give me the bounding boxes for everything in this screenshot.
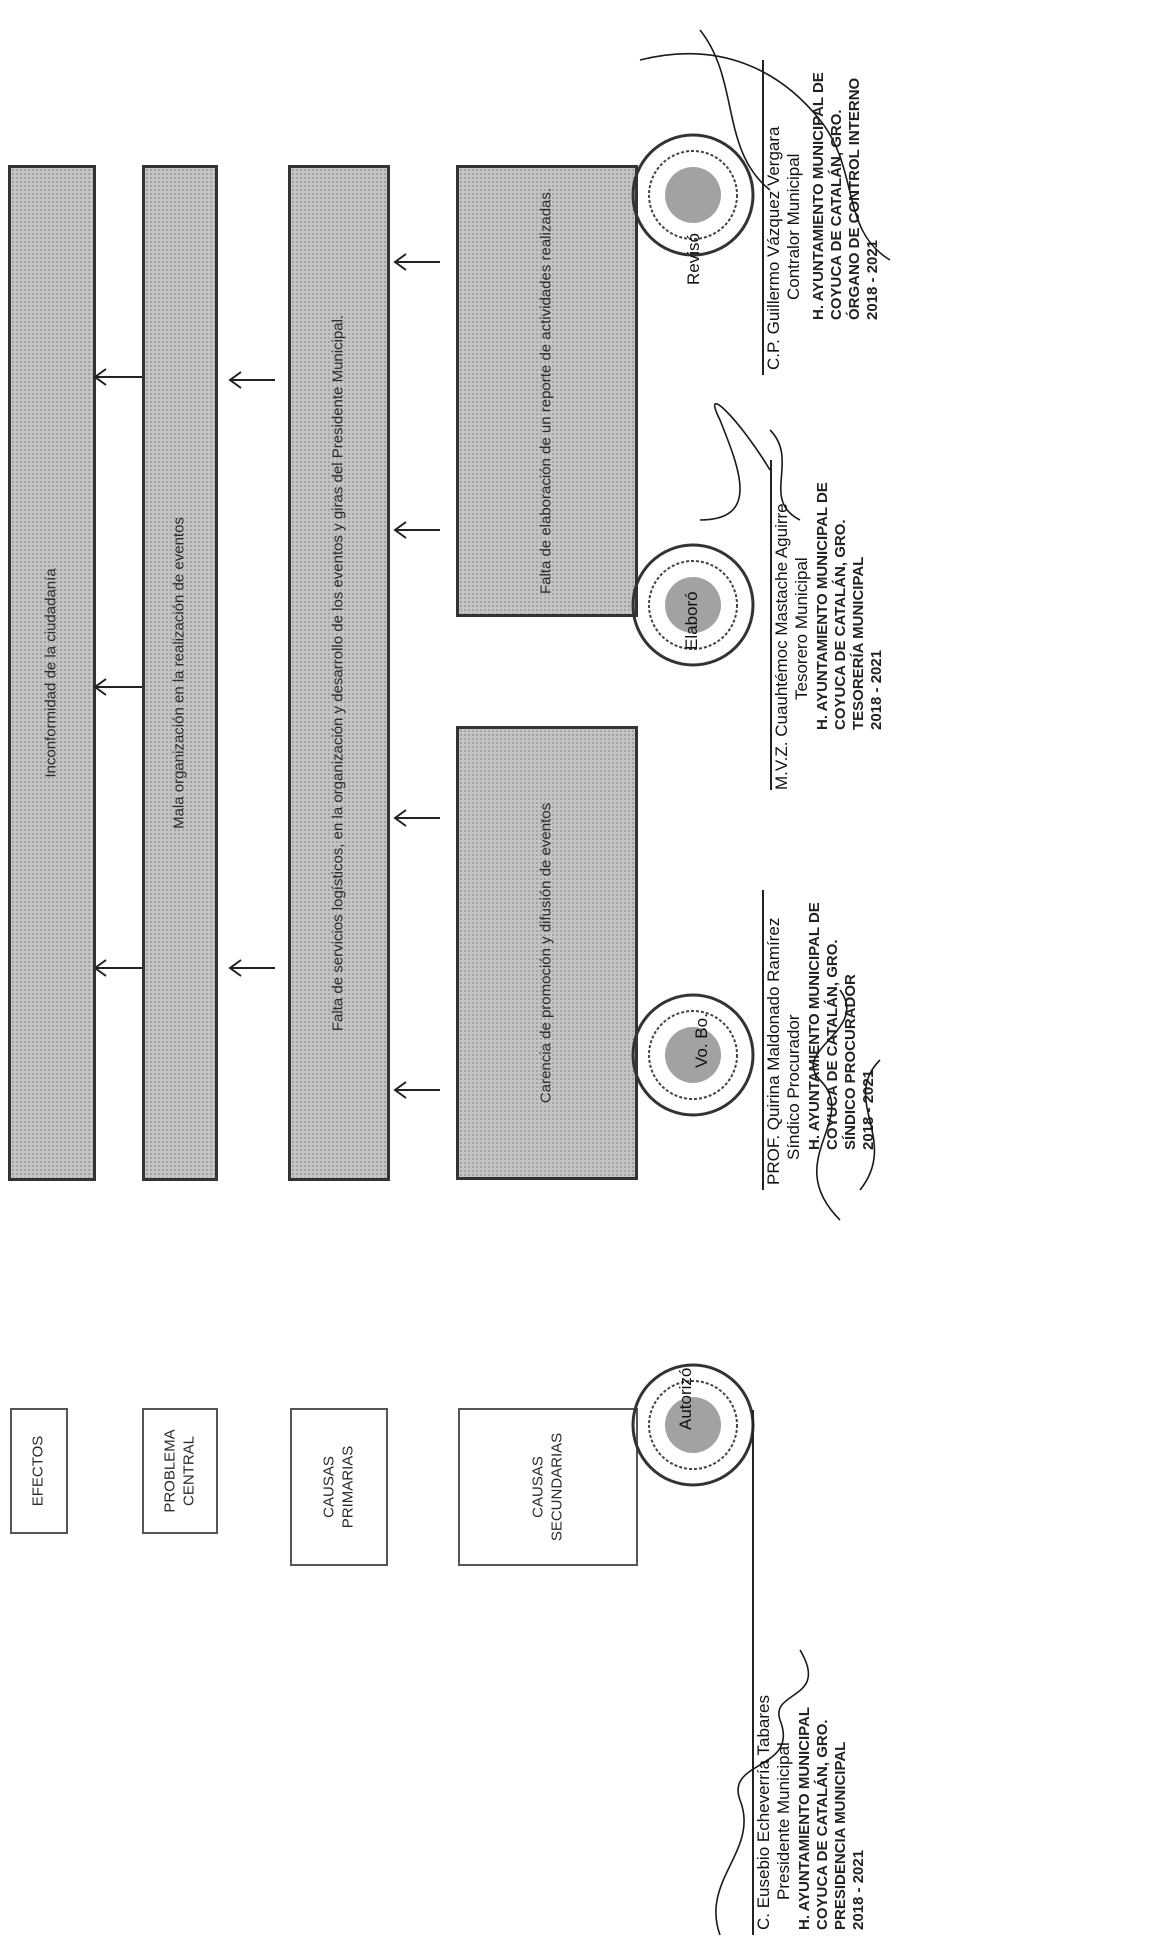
label-efectos: EFECTOS (10, 1408, 68, 1534)
arrow-primaria-to-problema-1 (228, 959, 275, 977)
seal-tesoreria-line4: 2018 - 2021 (868, 649, 885, 730)
signature-sindico-action: Vo. Bo. (692, 1013, 711, 1068)
box-causa-primaria-text: Falta de servicios logísticos, en la org… (329, 314, 347, 1032)
label-causas-secundarias: CAUSAS SECUNDARIAS (458, 1408, 638, 1566)
arrow-problema-to-efecto-3 (93, 368, 142, 386)
seal-sindico-line1: H. AYUNTAMIENTO MUNICIPAL DE (806, 902, 823, 1150)
label-secundarias-line1: CAUSAS (529, 1456, 547, 1518)
seal-tesoreria-line3: TESORERÍA MUNICIPAL (850, 556, 867, 730)
label-causas-primarias-text: CAUSAS PRIMARIAS (320, 1446, 358, 1529)
box-efecto-text: Inconformidad de la ciudadanía (42, 568, 60, 778)
box-causa-secundaria-1: Carencia de promoción y difusión de even… (456, 726, 638, 1180)
seal-contraloria-text: H. AYUNTAMIENTO MUNICIPAL DE COYUCA DE C… (810, 72, 882, 320)
label-problema-line1: PROBLEMA (161, 1429, 179, 1513)
arrow-secundaria-to-primaria-4 (393, 253, 440, 271)
arrow-secundaria-to-primaria-1 (393, 1081, 440, 1099)
signature-autorizo-action: Autorizó (676, 1367, 695, 1430)
box-problema-central: Mala organización en la realización de e… (142, 165, 218, 1181)
label-primarias-line2: PRIMARIAS (339, 1445, 356, 1529)
seal-presidencia-line2: COYUCA DE CATALÁN, GRO. (814, 1719, 831, 1930)
signature-autorizo-name: C. Eusebio Echeverría Tabares (754, 1695, 773, 1930)
seal-tesoreria (631, 543, 755, 667)
label-problema-central: PROBLEMA CENTRAL (142, 1408, 218, 1534)
label-efectos-text: EFECTOS (29, 1435, 47, 1507)
signature-line-sindico (762, 890, 764, 1190)
signature-line-elaboro (770, 460, 772, 790)
signature-sindico-role: Síndico Procurador (784, 1014, 803, 1160)
arrow-secundaria-to-primaria-2 (393, 809, 440, 827)
seal-presidencia-line1: H. AYUNTAMIENTO MUNICIPAL (796, 1706, 813, 1930)
signature-sindico-name: PROF. Quirina Maldonado Ramírez (764, 917, 783, 1185)
seal-sindico-line3: SÍNDICO PROCURADOR (842, 974, 859, 1150)
seal-presidencia-line3: PRESIDENCIA MUNICIPAL (832, 1741, 849, 1930)
signature-reviso-role: Contralor Municipal (784, 153, 803, 300)
seal-sindico-line2: COYUCA DE CATALÁN, GRO. (824, 939, 841, 1150)
seal-sindico (631, 993, 755, 1117)
signature-autorizo-role: Presidente Municipal (774, 1742, 793, 1900)
arrow-primaria-to-problema-2 (228, 371, 275, 389)
arrow-secundaria-to-primaria-3 (393, 521, 440, 539)
signature-elaboro-name: M.V.Z. Cuauhtémoc Mastache Aguirre (772, 503, 791, 790)
arrow-problema-to-efecto-1 (93, 959, 142, 977)
seal-presidencia-line4: 2018 - 2021 (850, 1849, 867, 1930)
label-causas-secundarias-text: CAUSAS SECUNDARIAS (529, 1433, 567, 1541)
seal-tesoreria-line1: H. AYUNTAMIENTO MUNICIPAL DE (814, 482, 831, 730)
signature-elaboro-role: Tesorero Municipal (792, 557, 811, 700)
seal-contraloria-line4: 2018 - 2021 (864, 239, 881, 320)
seal-tesoreria-line2: COYUCA DE CATALÁN, GRO. (832, 519, 849, 730)
seal-sindico-text: H. AYUNTAMIENTO MUNICIPAL DE COYUCA DE C… (806, 902, 878, 1150)
signature-elaboro-action: Elaboró (682, 591, 701, 650)
seal-contraloria-line1: H. AYUNTAMIENTO MUNICIPAL DE (810, 72, 827, 320)
seal-presidencia-text: H. AYUNTAMIENTO MUNICIPAL COYUCA DE CATA… (796, 1707, 868, 1930)
signature-reviso-action: Revisó (684, 233, 703, 285)
box-causa-primaria: Falta de servicios logísticos, en la org… (288, 165, 390, 1181)
label-causas-primarias: CAUSAS PRIMARIAS (290, 1408, 388, 1566)
arrow-problema-to-efecto-2 (93, 678, 142, 696)
box-causa-secundaria-1-text: Carencia de promoción y difusión de even… (537, 802, 555, 1104)
seal-contraloria-line2: COYUCA DE CATALÁN, GRO. (828, 109, 845, 320)
seal-contraloria-line3: ÓRGANO DE CONTROL INTERNO (846, 77, 863, 320)
label-problema-line2: CENTRAL (180, 1435, 197, 1507)
box-causa-secundaria-2: Falta de elaboración de un reporte de ac… (456, 165, 638, 617)
box-efecto: Inconformidad de la ciudadanía (8, 165, 96, 1181)
signature-reviso-name: C.P. Guillermo Vázquez Vergara (764, 126, 783, 370)
label-secundarias-line2: SECUNDARIAS (548, 1432, 565, 1542)
seal-tesoreria-text: H. AYUNTAMIENTO MUNICIPAL DE COYUCA DE C… (814, 482, 886, 730)
box-problema-central-text: Mala organización en la realización de e… (170, 517, 188, 829)
seal-presidencia (631, 1363, 755, 1487)
box-causa-secundaria-2-text: Falta de elaboración de un reporte de ac… (537, 187, 555, 595)
seal-sindico-line4: 2018 - 2021 (860, 1069, 877, 1150)
label-problema-central-text: PROBLEMA CENTRAL (161, 1429, 199, 1512)
label-primarias-line1: CAUSAS (320, 1456, 338, 1518)
